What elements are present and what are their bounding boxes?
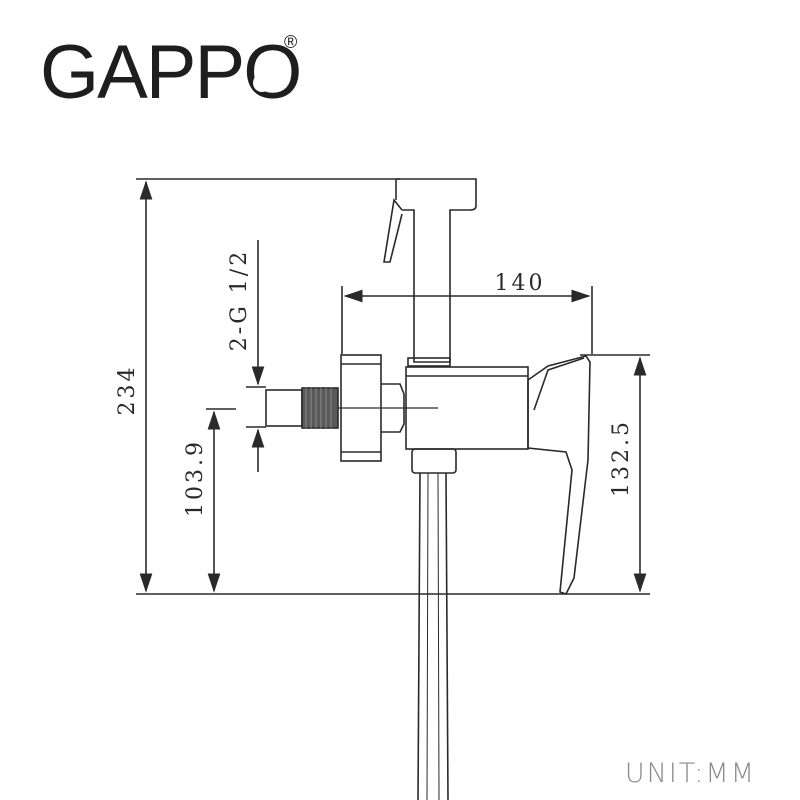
logo-wordmark: GAPPO	[40, 30, 300, 108]
shower-head	[383, 178, 477, 367]
hose	[411, 448, 457, 800]
dimension-thread	[246, 240, 266, 472]
lever-handle	[527, 355, 591, 595]
threaded-inlet	[265, 387, 438, 429]
dimension-handle-height	[580, 354, 650, 593]
dimension-depth-label: 140	[495, 271, 546, 296]
dimension-total-height-label: 234	[115, 365, 140, 416]
water-drop-icon	[253, 64, 271, 92]
registered-mark: ®	[284, 32, 297, 52]
unit-label: UNIT:MM	[624, 758, 756, 789]
dimension-connection-height-label: 103.9	[183, 439, 208, 517]
dimension-thread-label: 2-G 1/2	[227, 249, 252, 351]
dimension-handle-height-label: 132.5	[609, 419, 634, 497]
dimension-depth	[341, 286, 593, 354]
gappo-logo: GAPPO ®	[40, 30, 302, 108]
dimension-connection-height	[206, 408, 236, 593]
